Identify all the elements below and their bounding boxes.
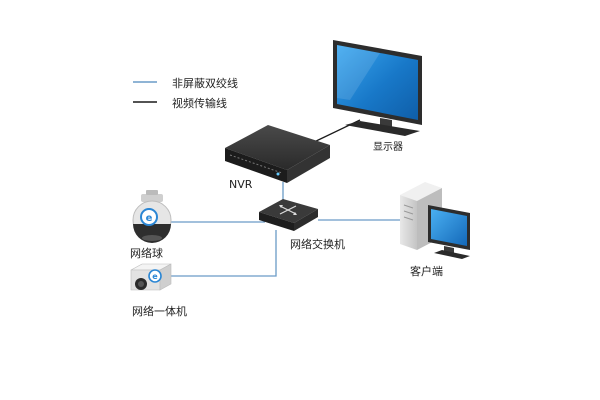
box-camera-icon: e [130,263,172,291]
svg-text:e: e [152,272,158,281]
dome-camera-label: 网络球 [130,247,163,260]
desktop-pc-icon [400,182,470,259]
legend-utp-label: 非屏蔽双绞线 [172,77,238,90]
switch-label: 网络交换机 [290,238,345,251]
legend-video-label: 视频传输线 [172,97,227,110]
client-label: 客户端 [410,265,443,278]
monitor-label: 显示器 [373,142,403,153]
utp-link-switch-box [170,230,277,277]
switch-icon [259,199,318,231]
nvr-icon [225,125,330,183]
svg-text:e: e [146,213,153,224]
ptz-dome-camera-icon: e [132,190,172,243]
nvr-label: NVR [229,178,253,191]
monitor-icon [333,40,422,136]
box-camera-label: 网络一体机 [132,305,187,318]
